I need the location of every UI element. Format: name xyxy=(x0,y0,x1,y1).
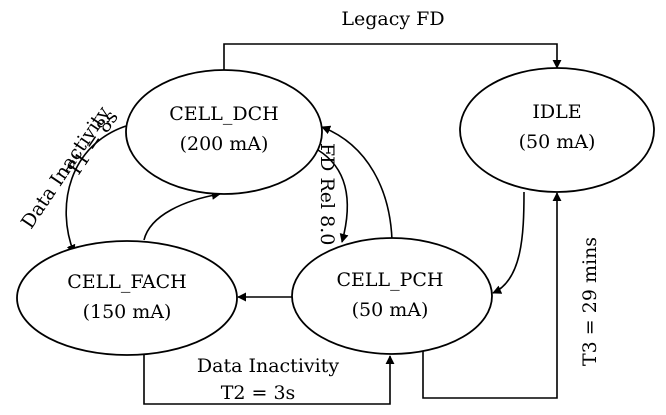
edge-pch-to-dch xyxy=(321,125,393,241)
label-t3: T3 = 29 mins xyxy=(579,237,601,366)
state-idle[interactable]: IDLE (50 mA) xyxy=(459,67,655,193)
edge-idle-to-pch xyxy=(492,191,525,294)
state-name: CELL_FACH xyxy=(67,271,187,293)
state-power: (150 mA) xyxy=(83,301,172,323)
state-cell-dch[interactable]: CELL_DCH (200 mA) xyxy=(125,69,323,195)
state-cell-fach[interactable]: CELL_FACH (150 mA) xyxy=(16,240,238,356)
edge-dch-to-fach xyxy=(65,125,127,254)
state-name: IDLE xyxy=(532,101,581,123)
state-power: (200 mA) xyxy=(180,133,269,155)
edge-legacy-fd xyxy=(223,43,562,70)
state-name: CELL_DCH xyxy=(169,103,278,125)
edge-fach-to-dch xyxy=(143,190,221,241)
edge-dch-to-pch xyxy=(317,149,349,243)
label-fd-rel: FD Rel 8.0 xyxy=(316,143,338,245)
state-cell-pch[interactable]: CELL_PCH (50 mA) xyxy=(291,237,493,355)
state-name: CELL_PCH xyxy=(336,269,443,291)
label-legacy-fd: Legacy FD xyxy=(341,8,444,30)
label-t2: T2 = 3s xyxy=(221,382,296,404)
state-power: (50 mA) xyxy=(519,131,596,153)
edge-pch-to-idle xyxy=(422,192,562,399)
label-data-inactivity-t2: Data Inactivity xyxy=(197,355,339,377)
edge-fach-to-pch xyxy=(143,352,395,405)
state-power: (50 mA) xyxy=(352,299,429,321)
